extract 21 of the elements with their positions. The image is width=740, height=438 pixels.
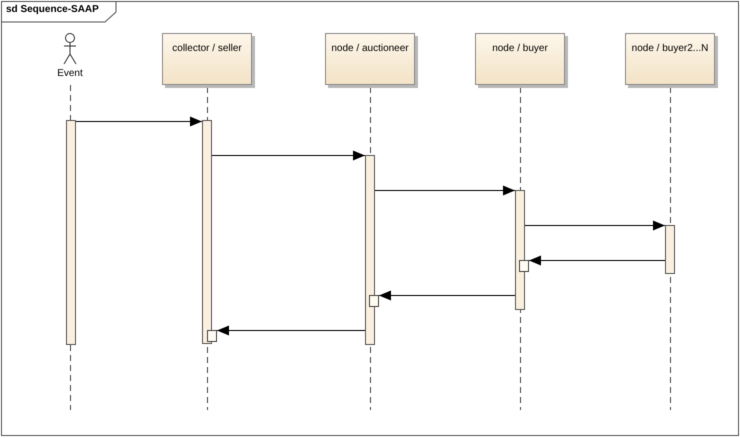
lifeline-head: node / auctioneer [325, 33, 415, 85]
lifeline-head: node / buyer2...N [625, 33, 715, 85]
lifeline-head: node / buyer [475, 33, 565, 85]
message-arrow [374, 186, 516, 196]
activation-bar [515, 190, 525, 310]
message-arrow [524, 220, 666, 230]
activation-bar [202, 120, 212, 344]
message-arrow [76, 116, 202, 126]
activation-box [369, 295, 379, 307]
message-arrow [378, 290, 516, 300]
activation-bar [365, 155, 375, 345]
activation-bar [665, 225, 675, 274]
message-arrow [212, 150, 366, 160]
message-arrow [528, 256, 666, 266]
lifeline-head: collector / seller [162, 33, 252, 85]
activation-box [519, 260, 529, 272]
actor-label: Event [56, 68, 84, 79]
diagram-title: sd Sequence-SAAP [6, 4, 99, 15]
message-arrow [216, 326, 366, 336]
activation-bar [66, 120, 76, 345]
activation-box [207, 330, 217, 342]
